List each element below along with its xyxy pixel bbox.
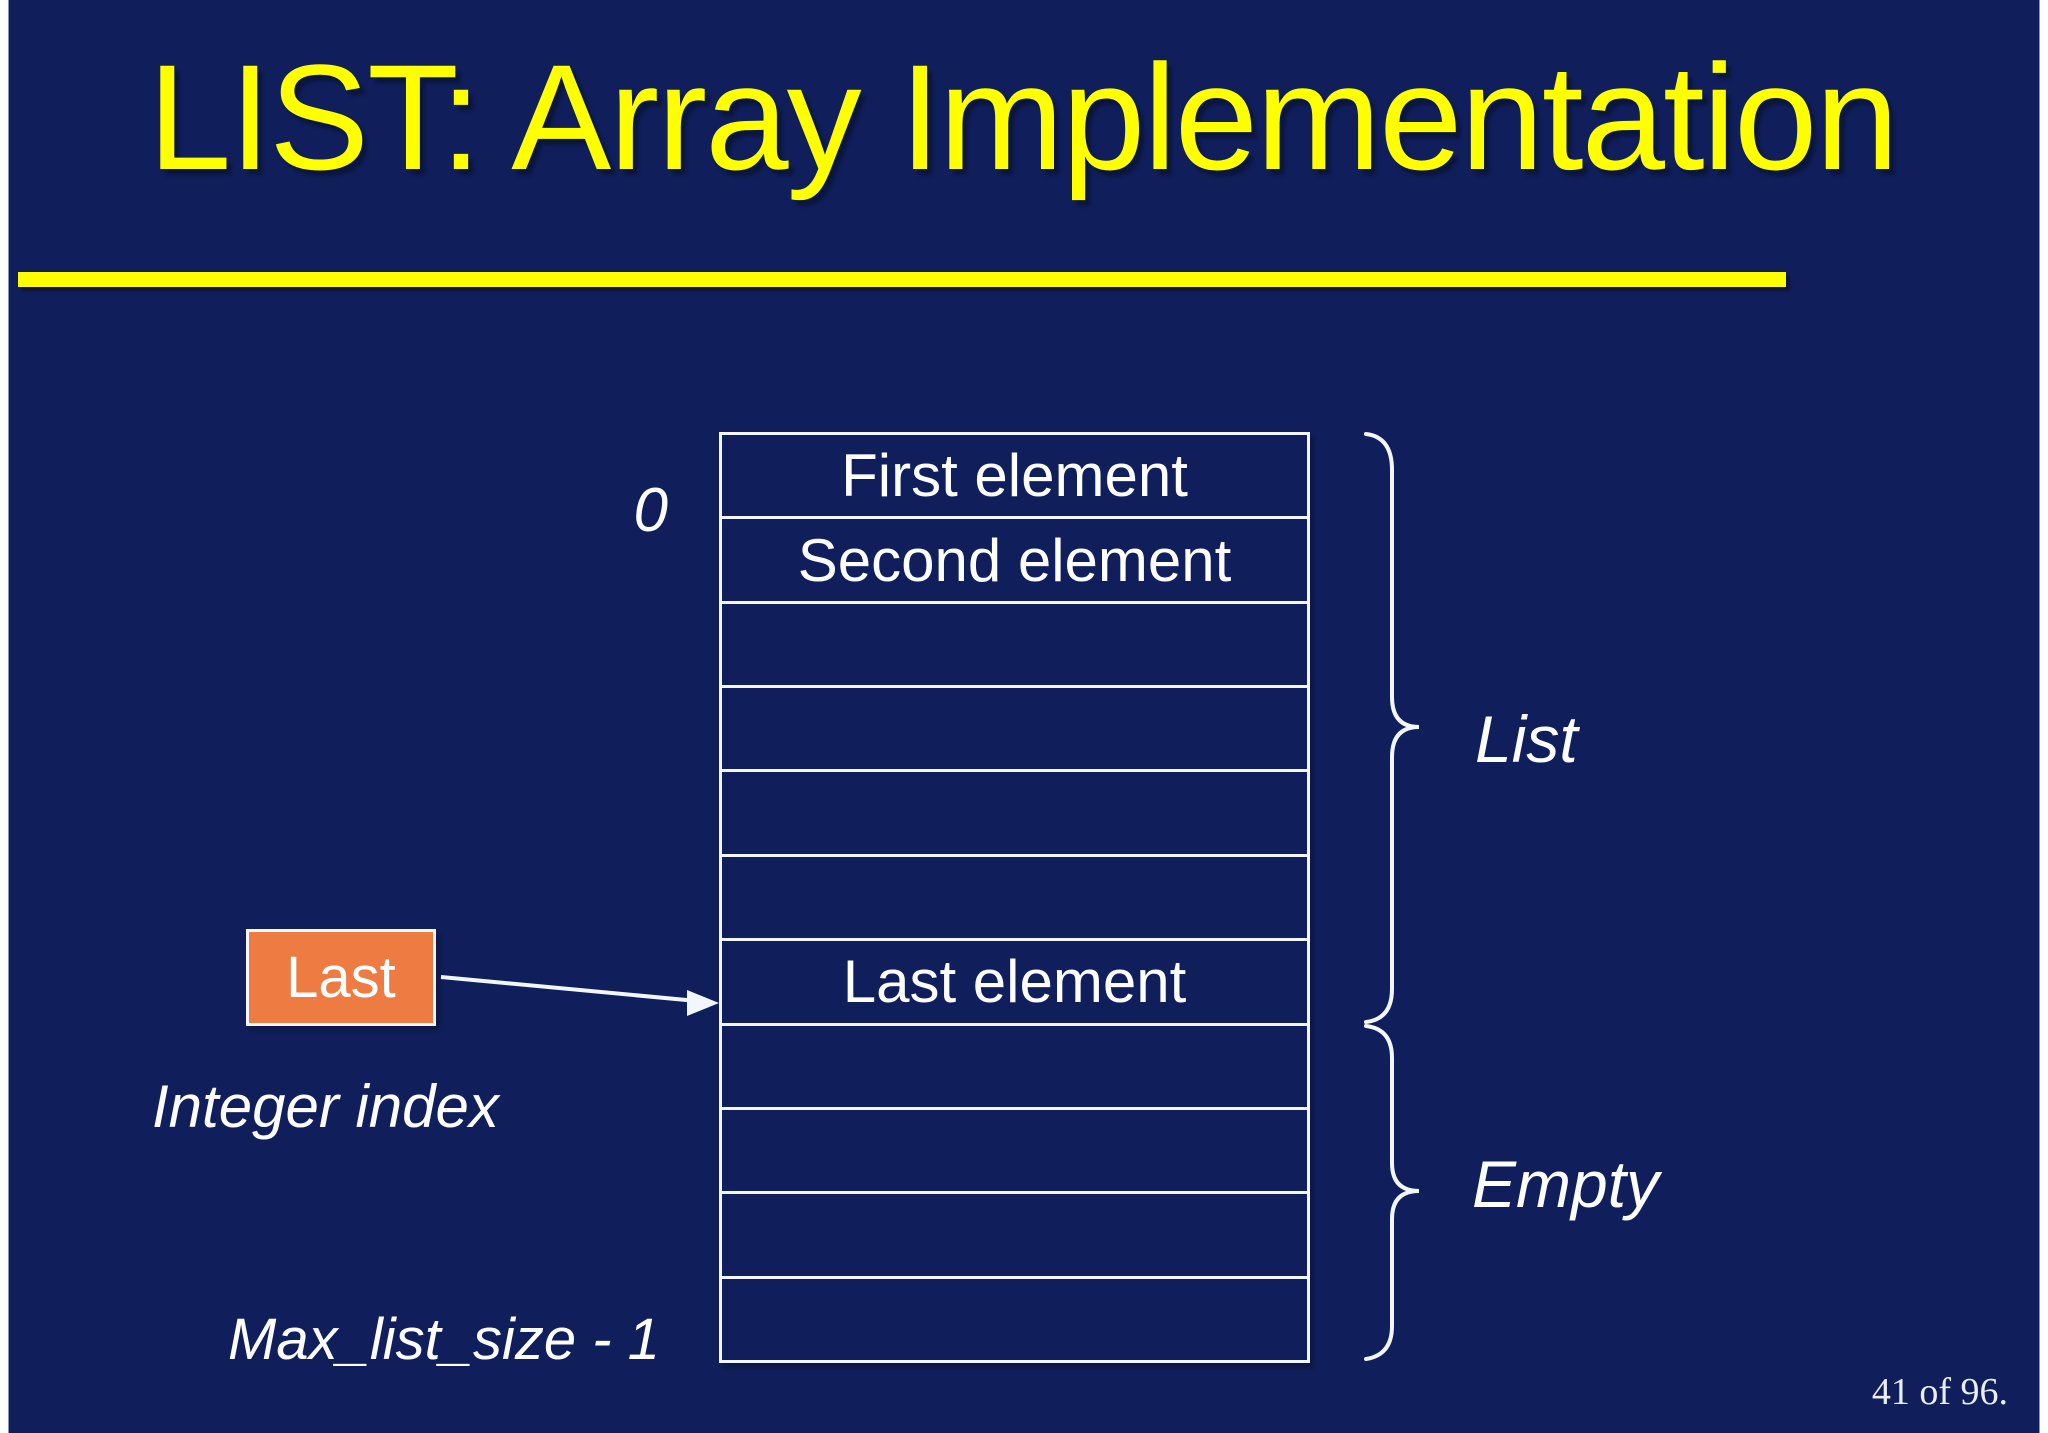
array-cell-6: Last element (722, 938, 1307, 1022)
right-margin-strip (2039, 0, 2048, 1433)
left-margin-strip (0, 0, 9, 1433)
max-list-size-label: Max_list_size - 1 (228, 1307, 660, 1372)
array-cell-4 (722, 769, 1307, 853)
last-pointer-arrow (440, 975, 719, 1016)
array-cell-10 (722, 1275, 1307, 1360)
brace-label-empty: Empty (1472, 1147, 1660, 1221)
integer-index-label: Integer index (152, 1073, 499, 1140)
last-pointer-label: Last (286, 945, 396, 1010)
array-cell-0: First element (841, 442, 1188, 510)
array-cell-2 (722, 600, 1307, 685)
index-zero-label: 0 (633, 476, 668, 545)
array-cell-5 (722, 853, 1307, 938)
list-brace (1364, 432, 1420, 1024)
array-diagram: First element Second element Last elemen… (719, 432, 1310, 1363)
array-cell-3 (722, 685, 1307, 769)
array-cell-9 (722, 1191, 1307, 1275)
last-pointer-box: Last (246, 929, 436, 1026)
title-underline-rule (18, 272, 1786, 287)
slide-title: LIST: Array Implementation (148, 33, 1899, 201)
array-cell-1: Second element (722, 516, 1307, 600)
array-cell-7 (722, 1022, 1307, 1107)
page-indicator: 41 of 96. (1871, 1371, 2008, 1413)
empty-brace (1364, 1024, 1420, 1361)
array-cell-8 (722, 1106, 1307, 1191)
brace-label-list: List (1475, 702, 1578, 776)
